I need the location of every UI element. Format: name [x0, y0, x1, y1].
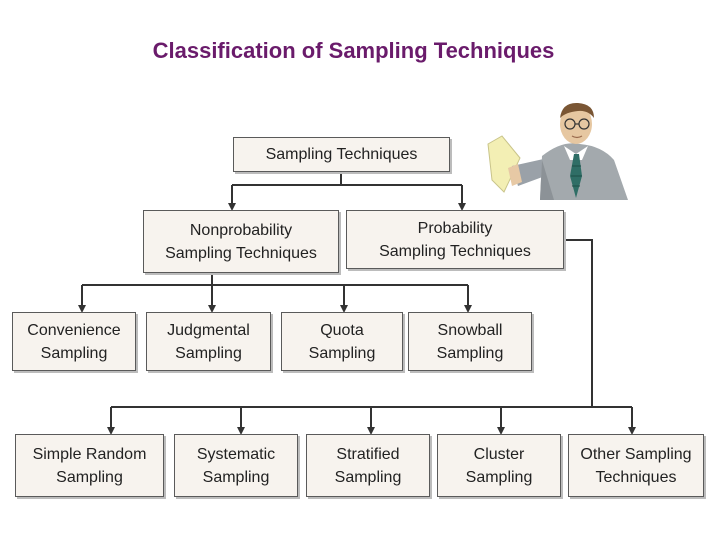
- node-judgmental-sampling: Judgmental Sampling: [146, 312, 271, 371]
- node-label-line1: Other Sampling: [580, 445, 692, 463]
- node-label-line2: Sampling: [40, 344, 108, 362]
- node-label-line2: Sampling: [175, 344, 242, 362]
- node-label-line2: Sampling: [56, 468, 123, 486]
- diagram-title: Classification of Sampling Techniques: [152, 38, 555, 63]
- node-label-line1: Snowball: [437, 321, 503, 339]
- node-probability: Probability Sampling Techniques: [346, 210, 564, 269]
- node-label-line1: Quota: [320, 321, 364, 339]
- node-label-line2: Sampling Techniques: [379, 242, 531, 260]
- node-cluster-sampling: Cluster Sampling: [437, 434, 561, 497]
- node-label: Sampling Techniques: [265, 146, 418, 163]
- node-label-line2: Sampling: [308, 344, 376, 362]
- node-label-line2: Techniques: [595, 468, 677, 486]
- node-simple-random-sampling: Simple Random Sampling: [15, 434, 164, 497]
- node-label-line1: Systematic: [196, 445, 276, 463]
- node-label-line2: Sampling: [202, 468, 270, 486]
- node-nonprobability: Nonprobability Sampling Techniques: [143, 210, 339, 273]
- node-label-line1: Convenience: [27, 321, 121, 339]
- node-label-line1: Cluster: [473, 445, 525, 463]
- node-label-line2: Sampling: [334, 468, 402, 486]
- node-label-line1: Nonprobability: [189, 221, 293, 239]
- node-label-line2: Sampling: [465, 468, 533, 486]
- node-label-line2: Sampling: [436, 344, 504, 362]
- node-label-line1: Simple Random: [32, 445, 147, 463]
- node-systematic-sampling: Systematic Sampling: [174, 434, 298, 497]
- node-convenience-sampling: Convenience Sampling: [12, 312, 136, 371]
- node-label-line2: Sampling Techniques: [165, 244, 317, 262]
- node-label-line1: Stratified: [336, 445, 400, 463]
- node-sampling-techniques: Sampling Techniques: [233, 137, 450, 172]
- node-label-line1: Judgmental: [167, 321, 250, 339]
- node-label-line1: Probability: [417, 219, 493, 237]
- node-stratified-sampling: Stratified Sampling: [306, 434, 430, 497]
- node-snowball-sampling: Snowball Sampling: [408, 312, 532, 371]
- node-quota-sampling: Quota Sampling: [281, 312, 403, 371]
- presenter-icon: [487, 102, 628, 200]
- node-other-sampling-techniques: Other Sampling Techniques: [568, 434, 704, 497]
